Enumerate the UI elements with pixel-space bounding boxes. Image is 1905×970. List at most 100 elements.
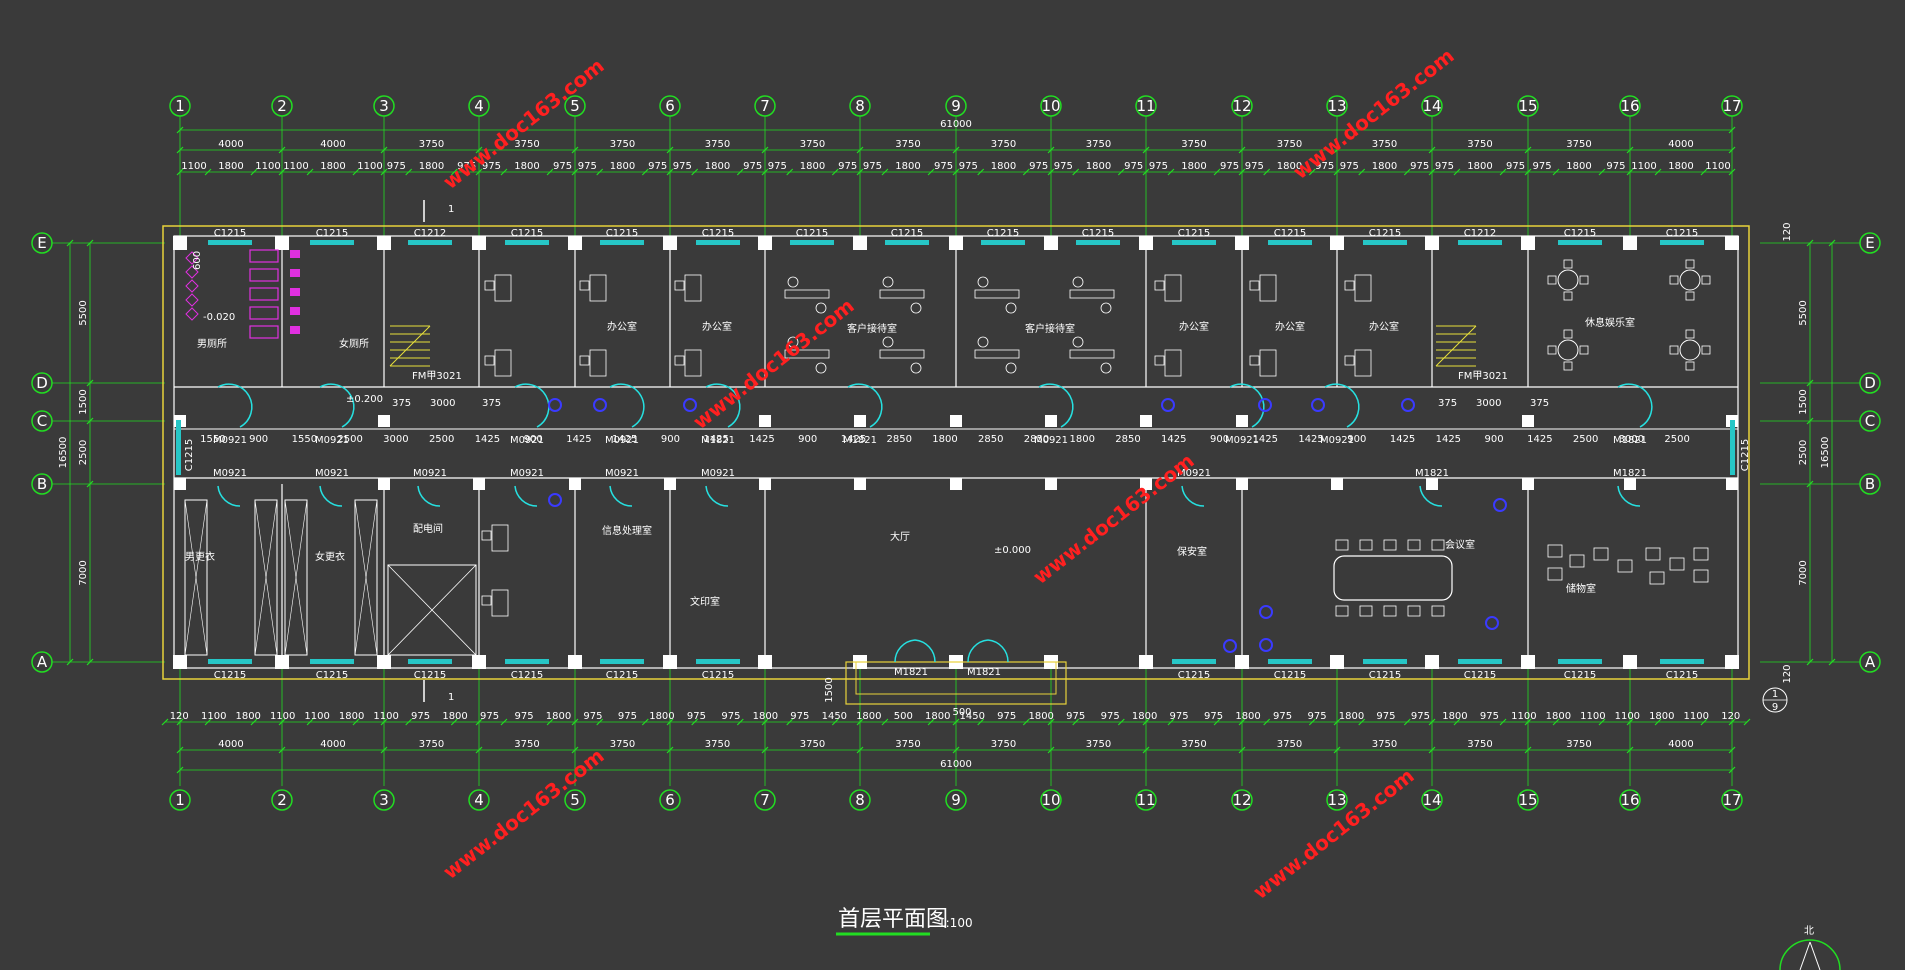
grid-label-right-C: C (1865, 412, 1875, 430)
door-north-6 (1038, 383, 1074, 428)
desk-5 (674, 349, 702, 377)
detail-dim-top-tick-39 (1428, 168, 1436, 176)
detail-dim-top-value-9: 975 (482, 161, 501, 172)
bay-dim-bottom-tick-0 (176, 746, 184, 754)
grid-bubble-right-D (1859, 372, 1881, 394)
building-outline (162, 225, 1750, 680)
detail-dim-bottom-tick-31 (1142, 718, 1150, 726)
bay-dim-top-value-6: 3750 (800, 139, 825, 150)
grid-label-bottom-6: 6 (665, 791, 675, 809)
lounge-table-0 (1557, 269, 1579, 291)
bay-dim-top-value-2: 3750 (419, 139, 444, 150)
grid-bubble-bottom-5 (564, 789, 586, 811)
bay-dim-bottom-tick-16 (1728, 746, 1736, 754)
lounge-seat-0-3 (1547, 275, 1557, 285)
workstation-desk-5 (974, 349, 1020, 359)
side-dim-right-tick-3 (1806, 480, 1814, 488)
entrance-door-0 (894, 639, 936, 663)
column-e-9 (1044, 236, 1058, 250)
grid-bubble-bottom-13 (1326, 789, 1348, 811)
door-north-label-9: M1821 (1613, 435, 1647, 446)
section-mark-top: 1 (448, 204, 454, 215)
storage-box-6 (1669, 557, 1685, 571)
detail-dim-top-tick-23 (927, 168, 935, 176)
lounge-seat-3-3 (1669, 345, 1679, 355)
detail-dim-bottom-tick-39 (1403, 718, 1411, 726)
side-dim-right-tick-4 (1806, 658, 1814, 666)
column-b-extra-2 (378, 478, 390, 490)
grid-bubble-bottom-12 (1231, 789, 1253, 811)
detail-dim-top-value-6: 975 (387, 161, 406, 172)
detail-dim-bottom-tick-5 (306, 718, 314, 726)
stair-diagonal-left (389, 325, 431, 367)
detail-dim-top-tick-9 (475, 168, 483, 176)
bay-dim-bottom-value-13: 3750 (1467, 739, 1492, 750)
window-top-10 (1172, 240, 1216, 245)
detail-dim-bottom-value-15: 975 (687, 711, 706, 722)
meeting-chair-bottom-0 (1335, 605, 1349, 617)
locker-0 (184, 499, 208, 656)
bay-dim-top-tick-5 (666, 146, 674, 154)
window-top-2 (408, 240, 452, 245)
detail-dim-bottom-tick-49 (1728, 718, 1736, 726)
bay-dim-top-value-4: 3750 (610, 139, 635, 150)
detail-dim-bottom-value-11: 1800 (546, 711, 571, 722)
grid-bubble-top-16 (1619, 95, 1641, 117)
elevation-lobby: ±0.000 (994, 545, 1031, 556)
detail-dim-top-tick-14 (641, 168, 649, 176)
detail-dim-top-tick-27 (1047, 168, 1055, 176)
workstation-chair-b-3 (910, 362, 922, 374)
detail-dim-top-tick-42 (1524, 168, 1532, 176)
window-top-8 (981, 240, 1025, 245)
detail-dim-top-value-3: 1100 (283, 161, 308, 172)
column-e-12 (1330, 236, 1344, 250)
detail-dim-bottom-value-25: 1800 (1028, 711, 1053, 722)
fire-door-right-label: FM甲3021 (1458, 371, 1508, 382)
window-bottom-label-1: C1215 (316, 670, 348, 681)
bay-dim-bottom-tick-4 (571, 746, 579, 754)
urinal-1 (290, 269, 300, 277)
workstation-chair-b-0 (815, 302, 827, 314)
overall-dim-top-value-0: 61000 (940, 119, 972, 130)
bay-dim-top-tick-13 (1428, 146, 1436, 154)
corridor-dim-4: 3000 (383, 434, 408, 445)
detail-dim-bottom-value-27: 975 (1101, 711, 1120, 722)
small-dim-toilet: 600 (192, 251, 203, 270)
door-south-1 (319, 485, 343, 507)
column-b-16 (1726, 478, 1738, 490)
side-dim-left-value-0: 5500 (78, 300, 89, 325)
workstation-1 (784, 336, 830, 374)
meeting-chair-top-1 (1359, 539, 1373, 551)
detail-dim-bottom-tick-24 (927, 718, 935, 726)
depth-dim-left-tick-1 (66, 658, 74, 666)
window-bottom-2 (408, 659, 452, 664)
column-e-11 (1235, 236, 1249, 250)
lounge-seat-3-1 (1701, 345, 1711, 355)
locker-diag-b-0 (184, 499, 208, 656)
detail-dim-bottom-value-8: 1800 (442, 711, 467, 722)
toilet-stall-2 (249, 287, 279, 301)
detail-dim-bottom-tick-21 (831, 718, 839, 726)
detail-dim-bottom-value-37: 1800 (1442, 711, 1467, 722)
detail-dim-top-tick-7 (405, 168, 413, 176)
side-dim-left-tick-2 (86, 417, 94, 425)
grid-bubble-top-2 (271, 95, 293, 117)
workstation-chair-b-4 (1005, 302, 1017, 314)
workstation-chair-a-6 (1072, 276, 1084, 288)
window-top-label-4: C1215 (606, 228, 638, 239)
depth-dim-right-tick-0 (1828, 239, 1836, 247)
detail-dim-bottom-value-10: 975 (514, 711, 533, 722)
door-north-label-7: M0921 (1225, 435, 1259, 446)
detail-dim-bottom-value-44: 1100 (1684, 711, 1709, 722)
room-label-1: 女厕所 (339, 337, 369, 350)
window-top-label-7: C1215 (891, 228, 923, 239)
overall-dim-bottom-value-0: 61000 (940, 759, 972, 770)
column-e-5 (663, 236, 677, 250)
detail-dim-bottom-tick-28 (1047, 718, 1055, 726)
bay-dim-bottom-value-10: 3750 (1181, 739, 1206, 750)
detail-dim-top-value-10: 1800 (514, 161, 539, 172)
detail-dim-top-value-36: 975 (1340, 161, 1359, 172)
column-a-16 (1725, 655, 1739, 669)
stair-dim-left-c: 375 (482, 398, 501, 409)
detail-dim-top-value-30: 975 (1149, 161, 1168, 172)
